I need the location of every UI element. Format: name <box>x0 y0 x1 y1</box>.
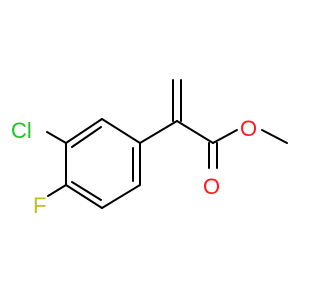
ring-bond-bottom-left <box>65 184 103 209</box>
ether-methyl-bond <box>261 129 288 144</box>
structure-svg: Cl F O O <box>11 79 288 218</box>
c-f-bond <box>47 184 67 197</box>
c-cl-bond <box>46 131 67 144</box>
chlorine-atom-label: Cl <box>11 118 32 143</box>
ring-bond-bottom-left-inner <box>71 181 102 201</box>
ether-oxygen-atom-label: O <box>240 116 257 141</box>
ring-bond-top-right-inner <box>71 126 102 148</box>
carbonyl-ether-bond <box>212 129 238 144</box>
ring-bond-top-right <box>65 118 103 144</box>
ring-bond-top-left <box>101 118 141 144</box>
ring-bond-bottom-right <box>101 184 141 209</box>
benzene-ring <box>65 118 141 209</box>
aryl-alkene-bond <box>139 120 178 144</box>
structure-canvas: Cl F O O <box>11 79 288 218</box>
fluorine-atom-label: F <box>33 193 46 218</box>
alkene-carbonyl-bond <box>176 120 214 144</box>
carbonyl-oxygen-atom-label: O <box>203 174 220 199</box>
